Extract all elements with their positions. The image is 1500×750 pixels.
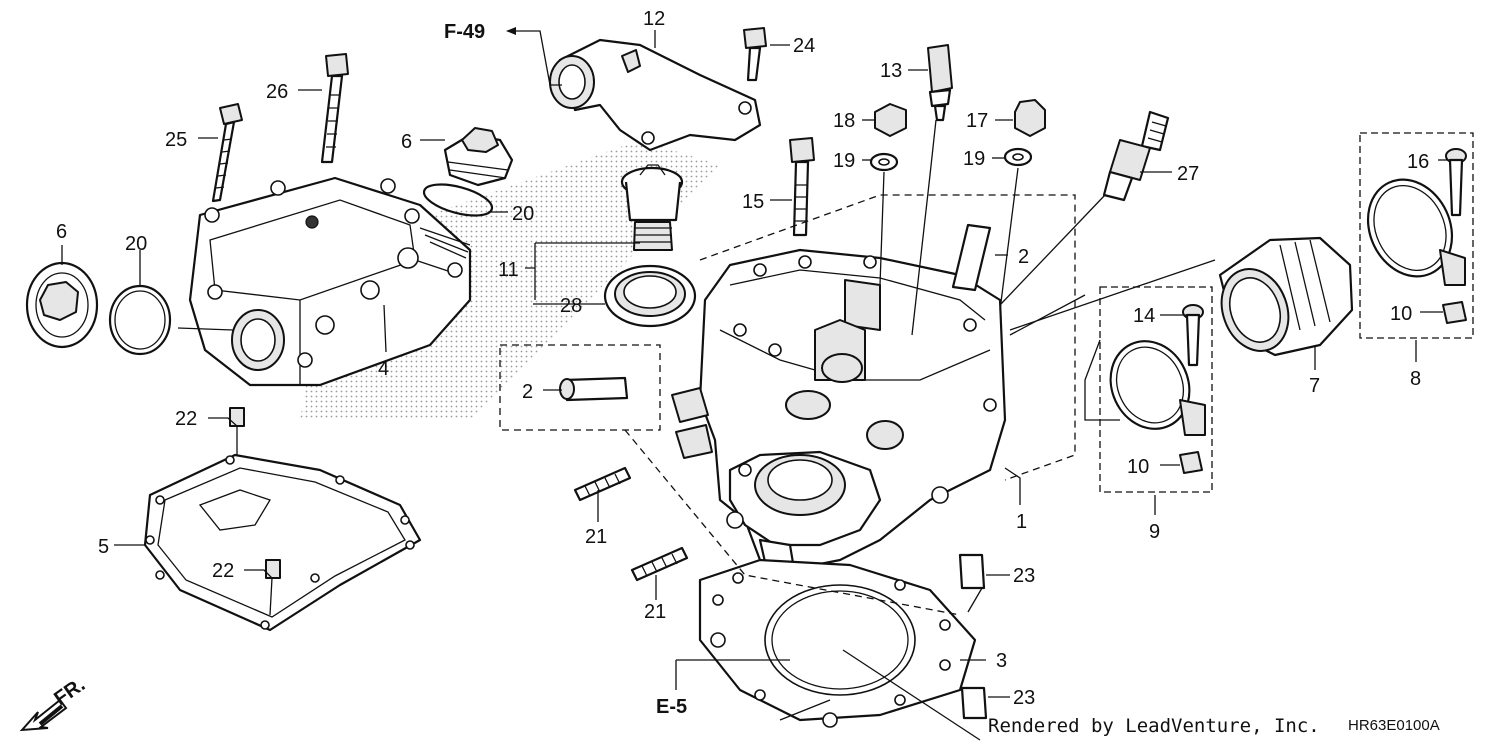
- reference-e5[interactable]: E-5: [656, 696, 687, 718]
- clip-10-upper: [1442, 301, 1467, 324]
- screw-14: [1182, 304, 1204, 367]
- dowel-22-upper: [229, 407, 245, 427]
- o-ring-left-inner: [114, 290, 166, 350]
- dowel-22-lower: [265, 559, 281, 579]
- stud-lower-21: [630, 546, 689, 582]
- callout-2-lower: 2: [522, 381, 533, 403]
- callout-7: 7: [1309, 375, 1320, 397]
- callout-14: 14: [1133, 305, 1155, 327]
- dowel-pin-upper: [951, 223, 992, 292]
- washer-19-right-hole: [1012, 153, 1024, 161]
- temp-sensor-13: [927, 44, 953, 122]
- thermostat-cover: [549, 38, 762, 152]
- callout-5: 5: [98, 536, 109, 558]
- stud-upper-21: [573, 466, 632, 502]
- thermostat: [620, 164, 684, 251]
- callout-20-top: 20: [512, 203, 534, 225]
- bolt-26: [320, 53, 349, 164]
- bolt-24: [743, 27, 767, 82]
- dowel-pin-lower-end: [559, 378, 575, 400]
- callout-3: 3: [996, 650, 1007, 672]
- callout-8: 8: [1410, 368, 1421, 390]
- callout-6-left: 6: [56, 221, 67, 243]
- box-group-8: [1359, 132, 1474, 339]
- callout-13: 13: [880, 60, 902, 82]
- callout-11: 11: [498, 259, 519, 281]
- callout-6-top: 6: [401, 131, 412, 153]
- leader-lines: [61, 30, 1450, 741]
- callout-2-upper: 2: [1018, 246, 1029, 268]
- screw-16: [1445, 148, 1467, 217]
- callout-12: 12: [643, 8, 665, 30]
- callout-21-upper: 21: [585, 526, 607, 548]
- cap-left: [25, 261, 99, 349]
- callout-19-right: 19: [963, 148, 985, 170]
- callout-18: 18: [833, 110, 855, 132]
- seal-28: [603, 264, 697, 328]
- arrow-f49-icon: [506, 27, 516, 35]
- callout-23-upper: 23: [1013, 565, 1035, 587]
- hose-band-9: [1109, 340, 1206, 436]
- dowel-23-upper: [958, 553, 986, 590]
- callout-15: 15: [742, 191, 764, 213]
- cylinder-head: [671, 248, 1007, 600]
- clip-10-lower: [1179, 451, 1203, 474]
- o-ring-top: [422, 183, 494, 217]
- callout-22-upper: 22: [175, 408, 197, 430]
- diagram-code: HR63E0100A: [1348, 717, 1440, 734]
- callout-23-lower: 23: [1013, 687, 1035, 709]
- cap-top: [443, 127, 514, 187]
- callout-1: 1: [1016, 511, 1027, 533]
- insulator-7: [1218, 236, 1354, 357]
- cover-gasket-5: [143, 453, 422, 632]
- callout-21-lower: 21: [644, 601, 666, 623]
- bolt-15: [789, 137, 815, 237]
- callout-4: 4: [378, 358, 389, 380]
- callout-17: 17: [966, 110, 988, 132]
- callout-22-lower: 22: [212, 560, 234, 582]
- box-group-9: [1099, 286, 1213, 493]
- footer-credit: Rendered by LeadVenture, Inc.: [988, 715, 1320, 737]
- callout-25: 25: [165, 129, 187, 151]
- callout-labels: 1 2 2 3 4 5 6 6 7 8 9 10 10 11 12 13 14 …: [56, 8, 1429, 709]
- o-ring-left: [108, 284, 172, 356]
- callout-19-left: 19: [833, 150, 855, 172]
- cap-nut-17: [1014, 99, 1046, 137]
- head-gasket-3: [698, 558, 977, 728]
- front-direction-arrow-icon: [19, 698, 68, 732]
- callout-16: 16: [1407, 151, 1429, 173]
- washer-19-left-hole: [878, 158, 890, 166]
- callout-9: 9: [1149, 521, 1160, 543]
- cylinder-head-cover: [188, 176, 472, 387]
- hose-band-8: [1366, 178, 1466, 286]
- callout-20-left: 20: [125, 233, 147, 255]
- callout-10-lower: 10: [1127, 456, 1149, 478]
- callout-28: 28: [560, 295, 582, 317]
- nut-18: [874, 103, 907, 137]
- bolt-25: [211, 103, 243, 203]
- callout-27: 27: [1177, 163, 1199, 185]
- spark-plug-27: [1102, 110, 1170, 202]
- reference-f49[interactable]: F-49: [444, 21, 485, 43]
- callout-26: 26: [266, 81, 288, 103]
- dowel-23-lower: [960, 686, 988, 720]
- callout-24: 24: [793, 35, 815, 57]
- callout-10-upper: 10: [1390, 303, 1412, 325]
